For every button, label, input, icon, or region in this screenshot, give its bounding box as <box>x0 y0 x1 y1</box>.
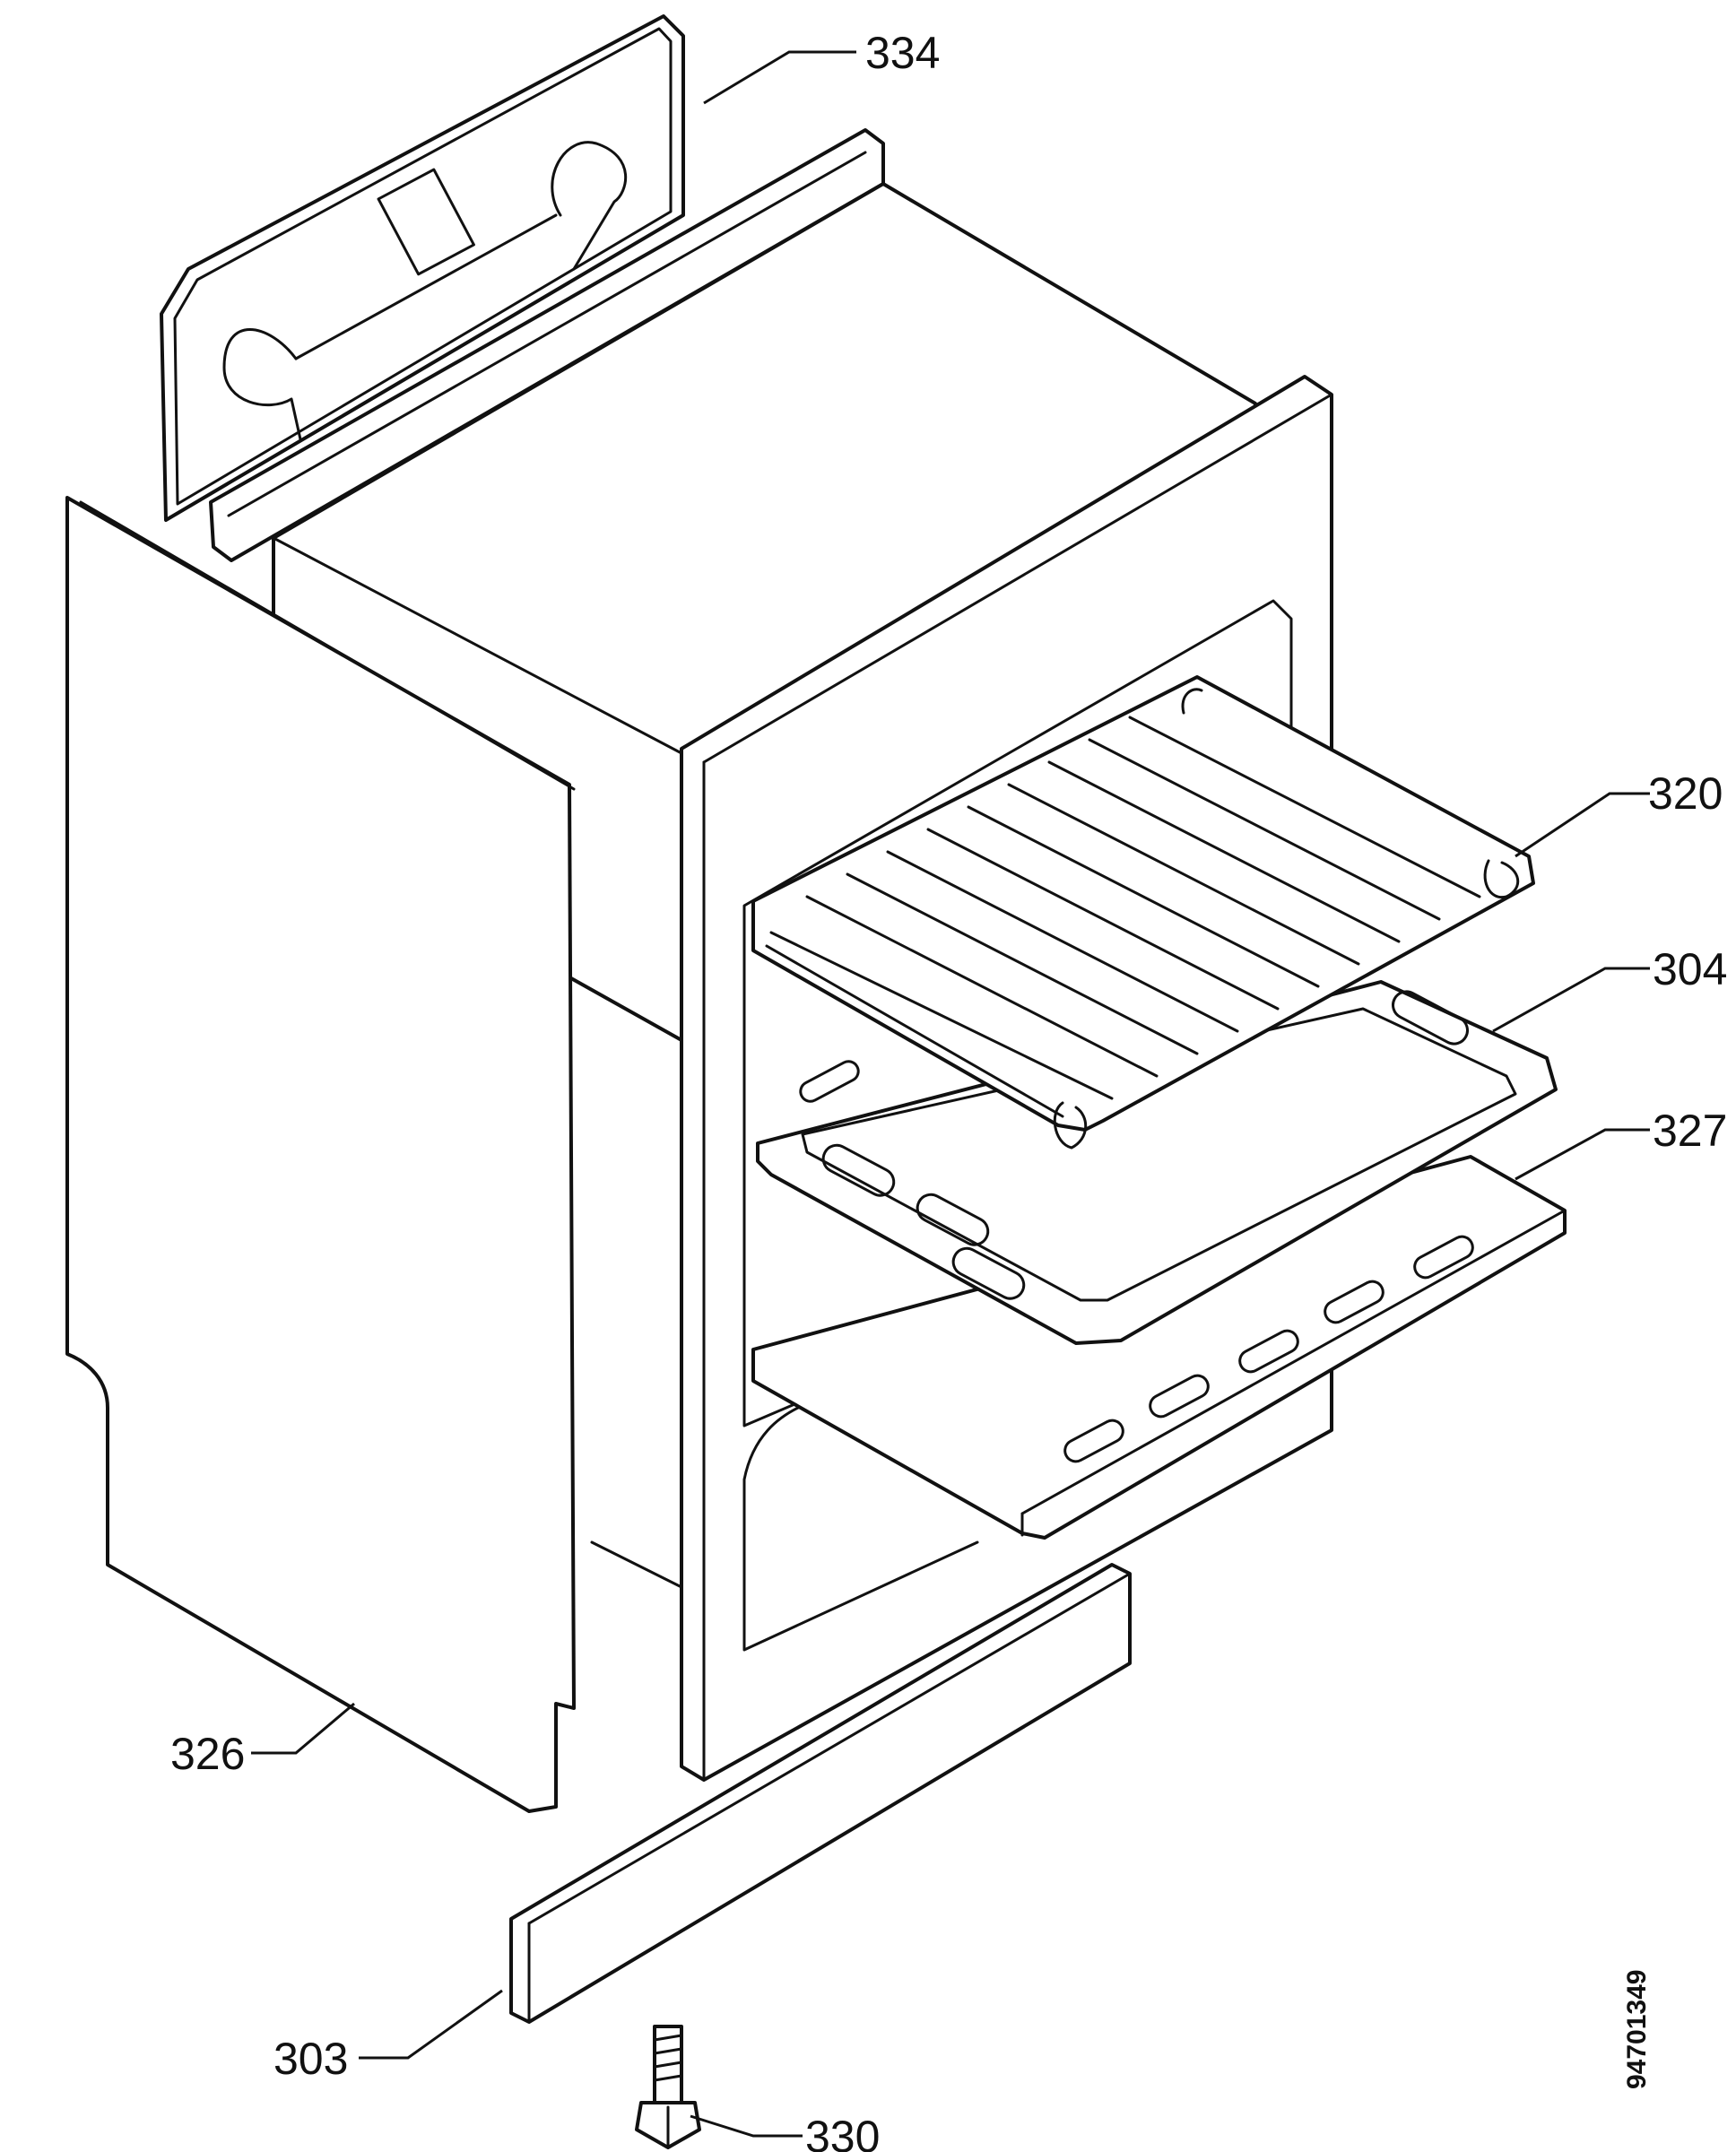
callout-320: 320 <box>1648 768 1723 819</box>
side-panel <box>65 496 576 1813</box>
document-number: 94701349 <box>1622 1970 1652 2089</box>
plinth-strip <box>509 1563 1132 2024</box>
callout-304: 304 <box>1653 944 1727 994</box>
callout-330: 330 <box>805 2112 880 2152</box>
bottom-plate <box>751 1155 1567 1540</box>
callout-303: 303 <box>273 2034 348 2084</box>
baking-tray <box>756 980 1558 1345</box>
back-panel <box>160 14 685 522</box>
leader-lines <box>251 50 1650 2138</box>
shelf-rack <box>751 675 1535 1150</box>
callout-labels: 334 320 304 327 326 303 330 94701349 <box>170 28 1727 2152</box>
screw <box>635 2025 701 2149</box>
callout-334: 334 <box>865 28 940 78</box>
callout-326: 326 <box>170 1729 245 1779</box>
callout-327: 327 <box>1653 1106 1727 1156</box>
